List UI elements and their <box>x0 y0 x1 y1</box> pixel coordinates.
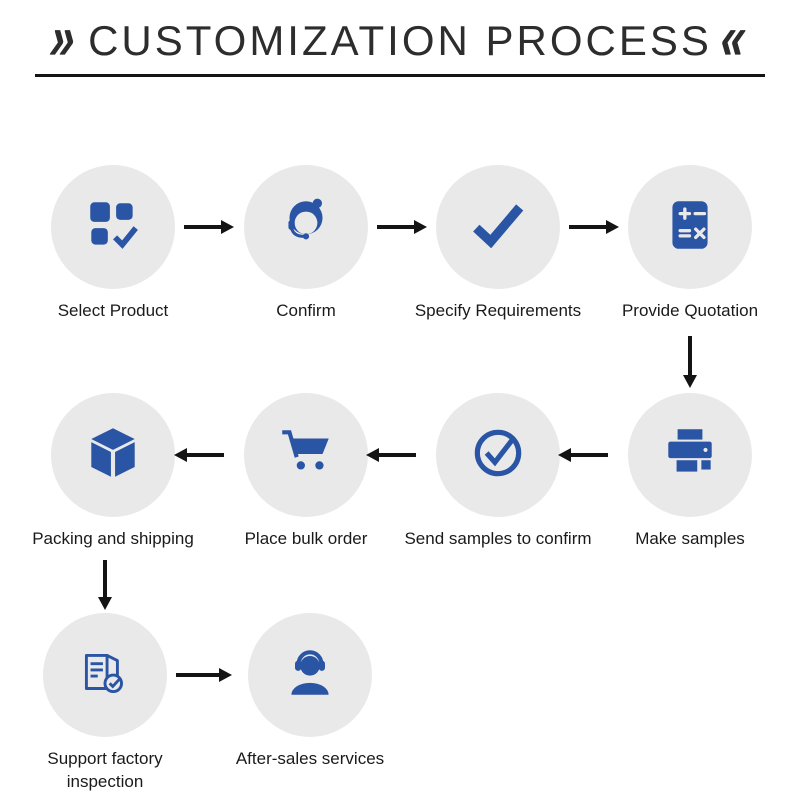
step-circle <box>436 393 560 517</box>
step-circle <box>244 393 368 517</box>
step-after-sales: After-sales services <box>200 613 420 771</box>
flow-arrow-right <box>184 220 234 234</box>
step-label: Select Product <box>57 301 169 320</box>
step-label: Provide Quotation <box>621 301 759 320</box>
step-label: Send samples to confirm <box>404 529 592 548</box>
step-label: Support factory inspection <box>47 749 163 791</box>
customer-service-icon <box>275 194 337 261</box>
factory-inspection-icon <box>74 642 136 709</box>
flow-arrow-right <box>176 668 232 682</box>
circle-check-icon <box>467 422 529 489</box>
printer-icon <box>659 422 721 489</box>
step-circle <box>51 165 175 289</box>
shopping-cart-icon <box>275 422 337 489</box>
flow-arrow-right <box>377 220 427 234</box>
headset-person-icon <box>279 642 341 709</box>
step-confirm: Confirm <box>196 165 416 323</box>
calculator-icon <box>659 194 721 261</box>
step-circle <box>628 393 752 517</box>
flow-arrow-left <box>366 448 416 462</box>
left-chevron-mark: » <box>43 1 87 73</box>
step-factory-inspection: Support factory inspection <box>0 613 215 794</box>
flow-arrow-right <box>569 220 619 234</box>
step-send-samples: Send samples to confirm <box>388 393 608 551</box>
step-specify-requirements: Specify Requirements <box>388 165 608 323</box>
title-text: CUSTOMIZATION PROCESS <box>88 17 712 64</box>
checkmark-icon <box>467 194 529 261</box>
package-box-icon <box>82 422 144 489</box>
step-select-product: Select Product <box>3 165 223 323</box>
step-label: After-sales services <box>235 749 385 768</box>
step-label: Confirm <box>276 301 336 320</box>
title-underline <box>35 74 765 78</box>
step-provide-quotation: Provide Quotation <box>580 165 800 323</box>
flow-arrow-down <box>683 336 697 388</box>
step-circle <box>51 393 175 517</box>
step-label: Packing and shipping <box>32 529 194 548</box>
step-label: Make samples <box>635 529 745 548</box>
step-circle <box>248 613 372 737</box>
step-packing-shipping: Packing and shipping <box>3 393 223 551</box>
step-label: Specify Requirements <box>414 301 582 320</box>
step-circle <box>628 165 752 289</box>
step-place-bulk-order: Place bulk order <box>196 393 416 551</box>
step-circle <box>436 165 560 289</box>
product-grid-check-icon <box>82 194 144 261</box>
step-make-samples: Make samples <box>580 393 800 551</box>
step-label: Place bulk order <box>244 529 368 548</box>
flow-arrow-down <box>98 560 112 610</box>
right-chevron-mark: « <box>713 1 757 73</box>
step-circle <box>244 165 368 289</box>
flow-arrow-left <box>174 448 224 462</box>
step-circle <box>43 613 167 737</box>
page-title: »CUSTOMIZATION PROCESS« <box>0 0 800 73</box>
flow-arrow-left <box>558 448 608 462</box>
